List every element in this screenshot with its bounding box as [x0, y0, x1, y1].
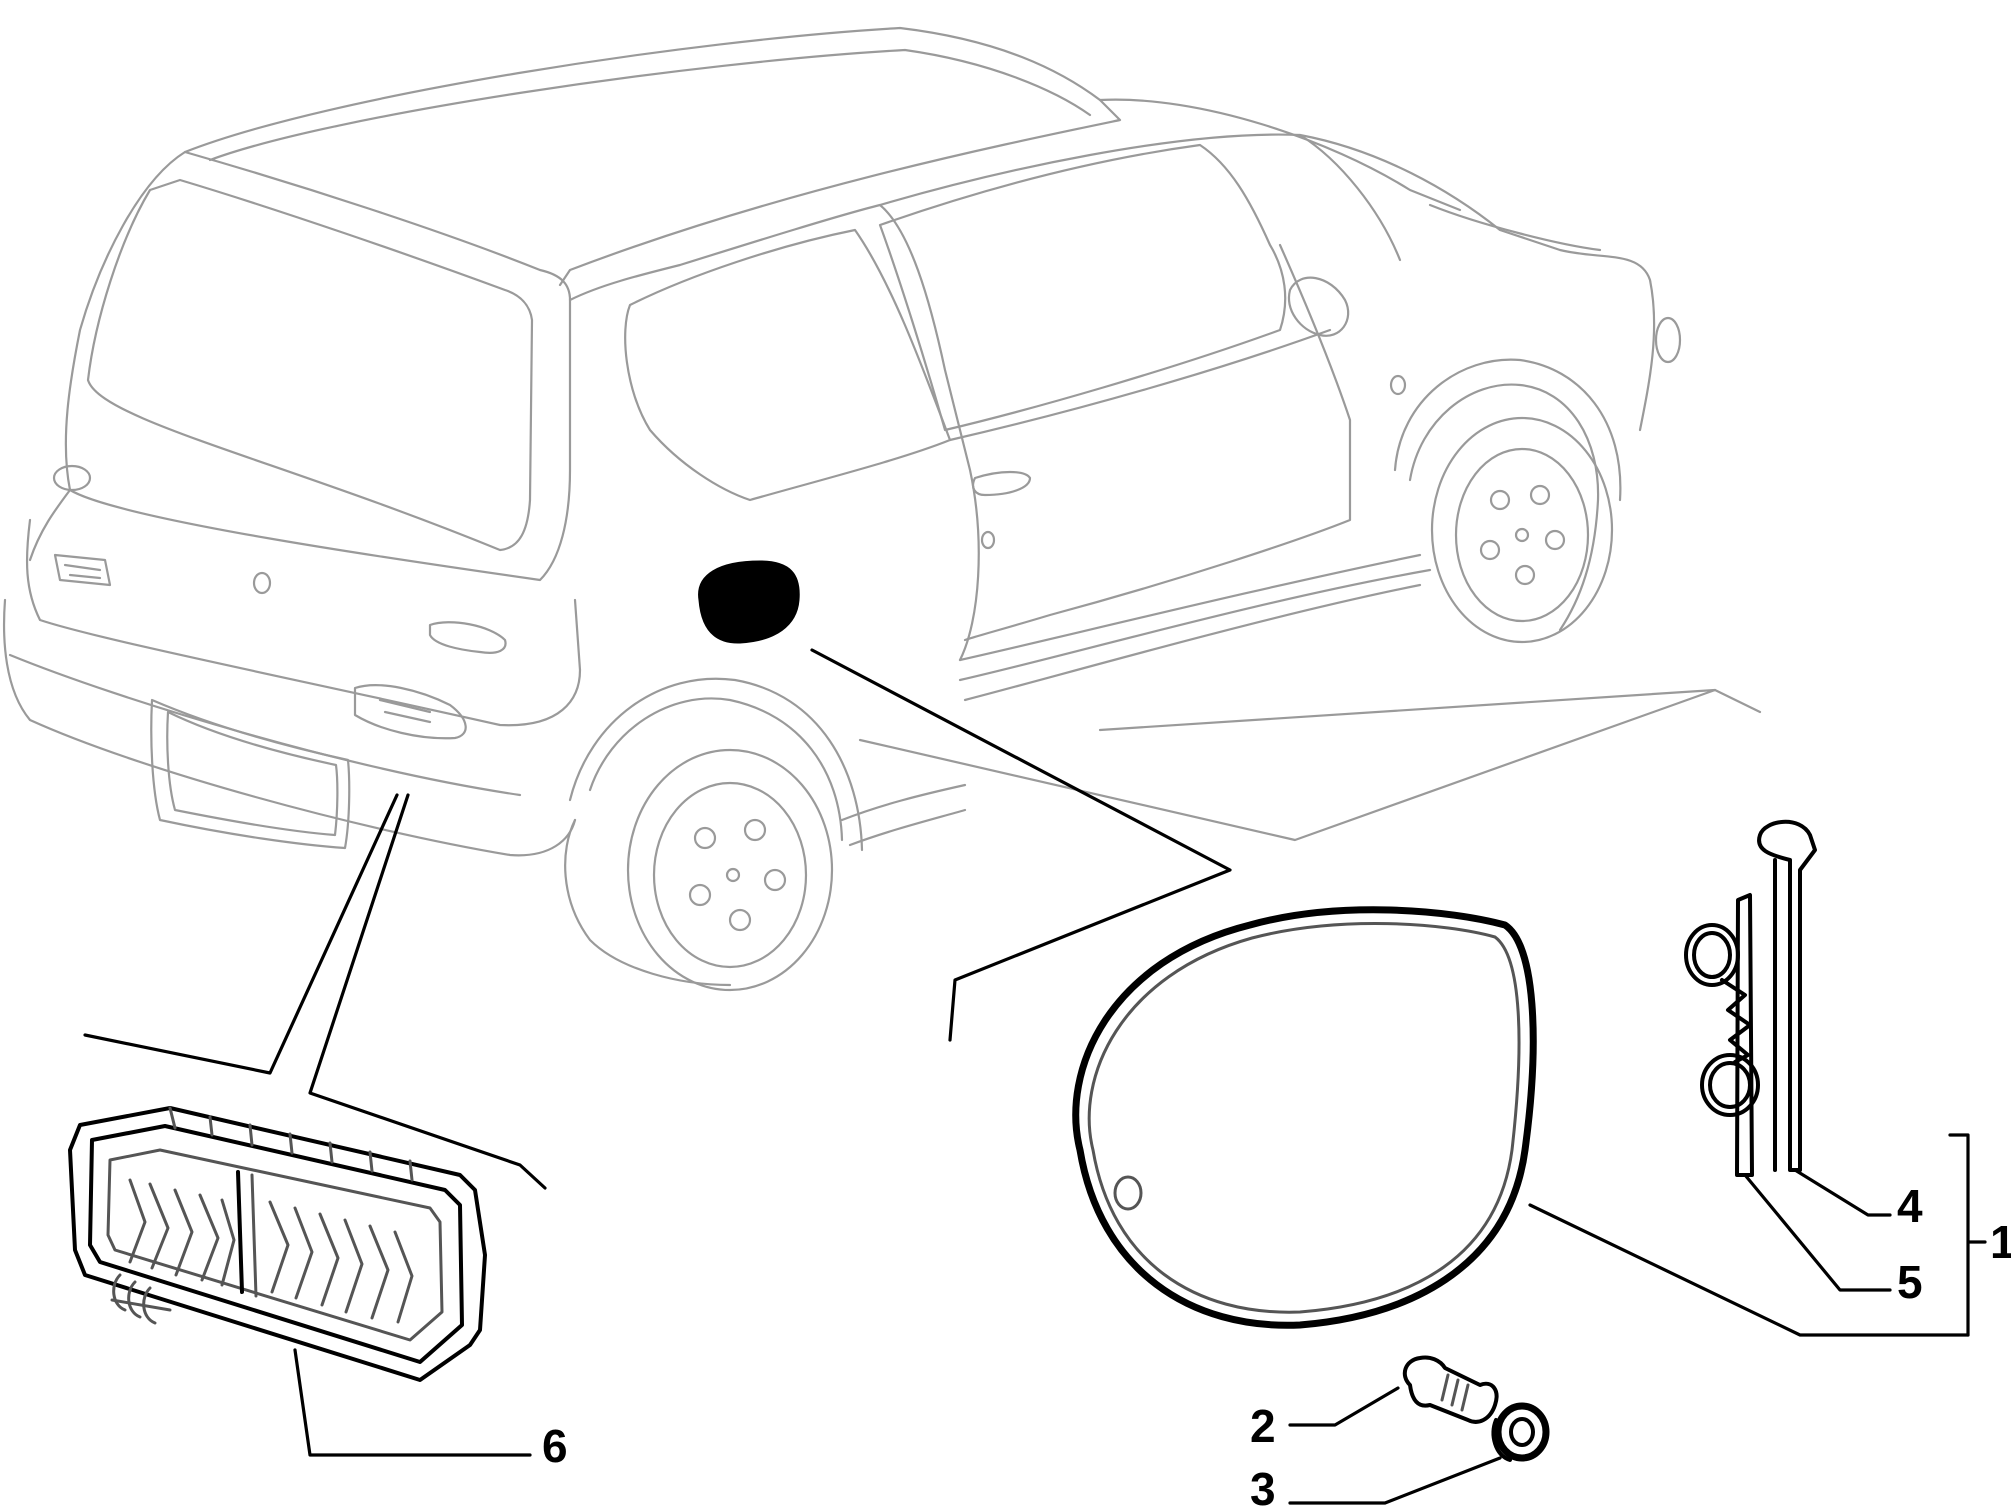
screw-part [1402, 1355, 1499, 1424]
leader-part-4 [1793, 1168, 1892, 1217]
leader-air-vent-2 [308, 793, 547, 1190]
bushing-part [1491, 1402, 1550, 1462]
callout-5: 5 [1897, 1256, 1923, 1308]
callout-4: 4 [1897, 1180, 1923, 1232]
callout-bracket [1948, 1133, 1987, 1337]
leader-part-5 [1743, 1173, 1892, 1292]
leader-part-2 [1288, 1386, 1400, 1427]
hinge-rod-parts [1684, 819, 1817, 1177]
fuel-flap-location-marker [698, 560, 800, 644]
leader-air-vent [83, 793, 399, 1075]
fuel-flap-part [1072, 906, 1537, 1329]
callout-6: 6 [542, 1420, 568, 1472]
callout-2: 2 [1250, 1400, 1276, 1452]
leader-part-3 [1288, 1456, 1502, 1505]
leader-part-1 [1528, 1203, 1970, 1337]
callout-1: 1 [1990, 1216, 2011, 1268]
air-vent-grille-part [68, 1106, 487, 1382]
callout-3: 3 [1250, 1463, 1276, 1507]
car-illustration [2, 26, 1762, 992]
leader-part-6 [293, 1348, 532, 1457]
leader-fuel-flap [810, 648, 1232, 1042]
